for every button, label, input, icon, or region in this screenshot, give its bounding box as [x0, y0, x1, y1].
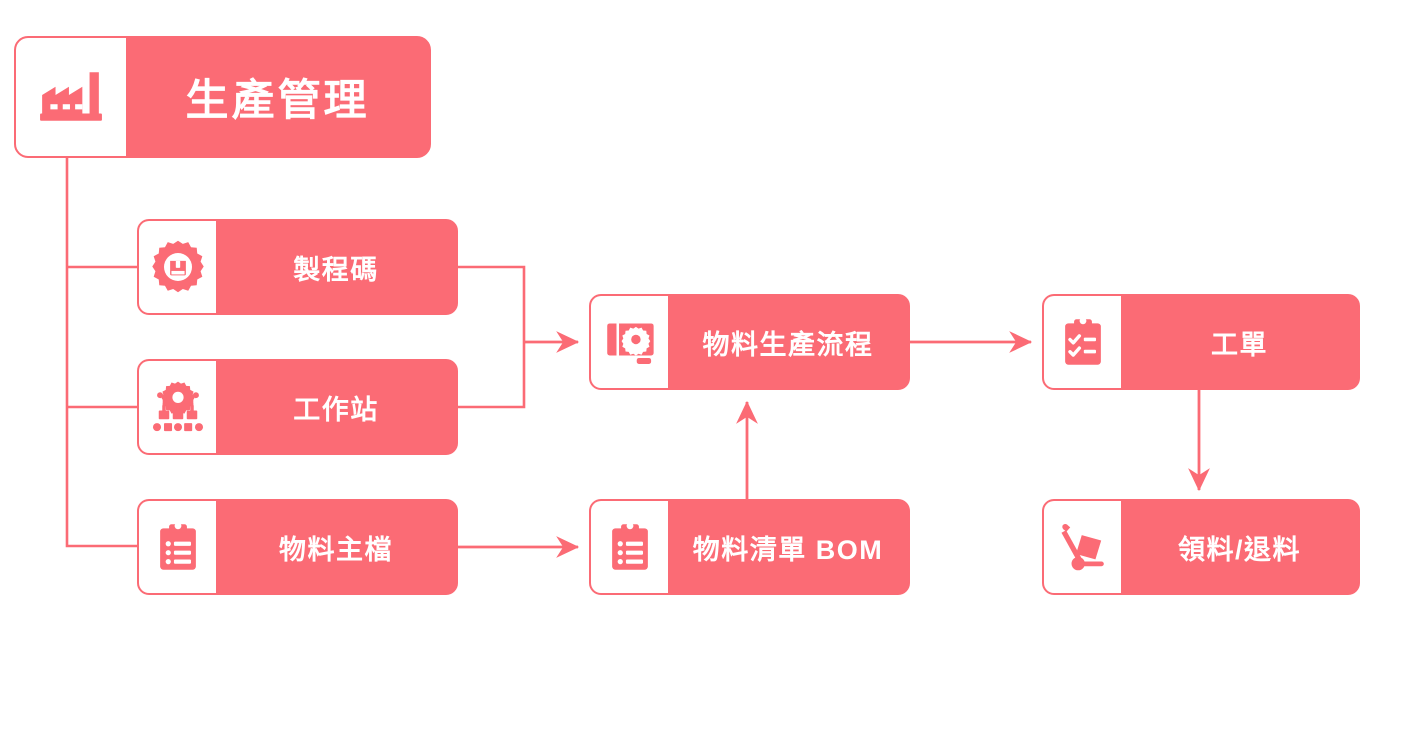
node-label: 領料/退料: [1177, 534, 1301, 565]
blueprint-gear-icon-pane: [591, 296, 668, 388]
node-work-order[interactable]: 工單: [1042, 294, 1360, 390]
node-label: 製程碼: [293, 254, 379, 285]
node-process-code[interactable]: 製程碼: [137, 219, 458, 315]
clipboard-list-icon: [604, 521, 656, 573]
gear-box-icon-pane: [139, 221, 216, 313]
hand-truck-icon: [1055, 519, 1111, 575]
clipboard-check-icon-pane: [1044, 296, 1121, 388]
node-material-production-flow[interactable]: 物料生產流程: [589, 294, 910, 390]
node-label: 物料清單 BOM: [692, 534, 884, 565]
node-label: 物料生產流程: [702, 329, 874, 360]
workstation-network-icon: [150, 379, 206, 435]
node-material-master[interactable]: 物料主檔: [137, 499, 458, 595]
node-material-issue-return[interactable]: 領料/退料: [1042, 499, 1360, 595]
blueprint-gear-icon: [603, 315, 657, 369]
clipboard-check-icon: [1057, 316, 1109, 368]
node-label: 工單: [1211, 329, 1268, 360]
node-workstation[interactable]: 工作站: [137, 359, 458, 455]
node-label: 工作站: [293, 394, 379, 425]
clipboard-list-icon: [152, 521, 204, 573]
connector-workstation-merge: [458, 342, 526, 409]
clipboard-list-icon-pane: [139, 501, 216, 593]
factory-icon-pane: [16, 38, 126, 156]
node-bill-of-materials[interactable]: 物料清單 BOM: [589, 499, 910, 595]
node-label: 生產管理: [185, 77, 370, 125]
hand-truck-icon-pane: [1044, 501, 1121, 593]
connector-process-code-merge: [458, 265, 526, 342]
workstation-network-icon-pane: [139, 361, 216, 453]
connector-title-trunk: [65, 158, 137, 548]
node-production-management[interactable]: 生產管理: [14, 36, 431, 158]
gear-box-icon: [150, 239, 206, 295]
clipboard-list-icon-pane: [591, 501, 668, 593]
node-label: 物料主檔: [279, 534, 393, 565]
factory-icon: [38, 64, 104, 130]
